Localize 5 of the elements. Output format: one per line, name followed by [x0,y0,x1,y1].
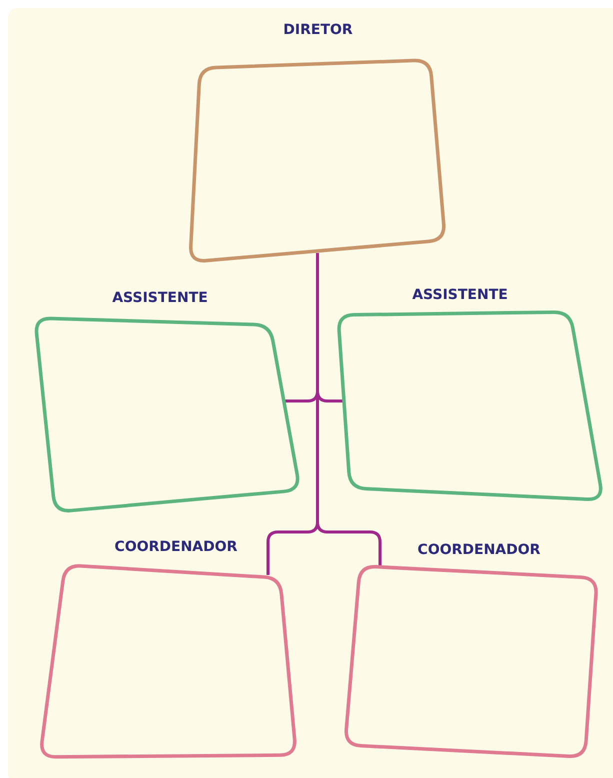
box-heading: COORDENADOR [418,542,540,558]
box-heading: COORDENADOR [114,539,238,555]
box-heading: DIRETOR [283,22,353,38]
box-heading: ASSISTENTE [412,287,508,303]
box-heading: ASSISTENTE [112,290,208,306]
